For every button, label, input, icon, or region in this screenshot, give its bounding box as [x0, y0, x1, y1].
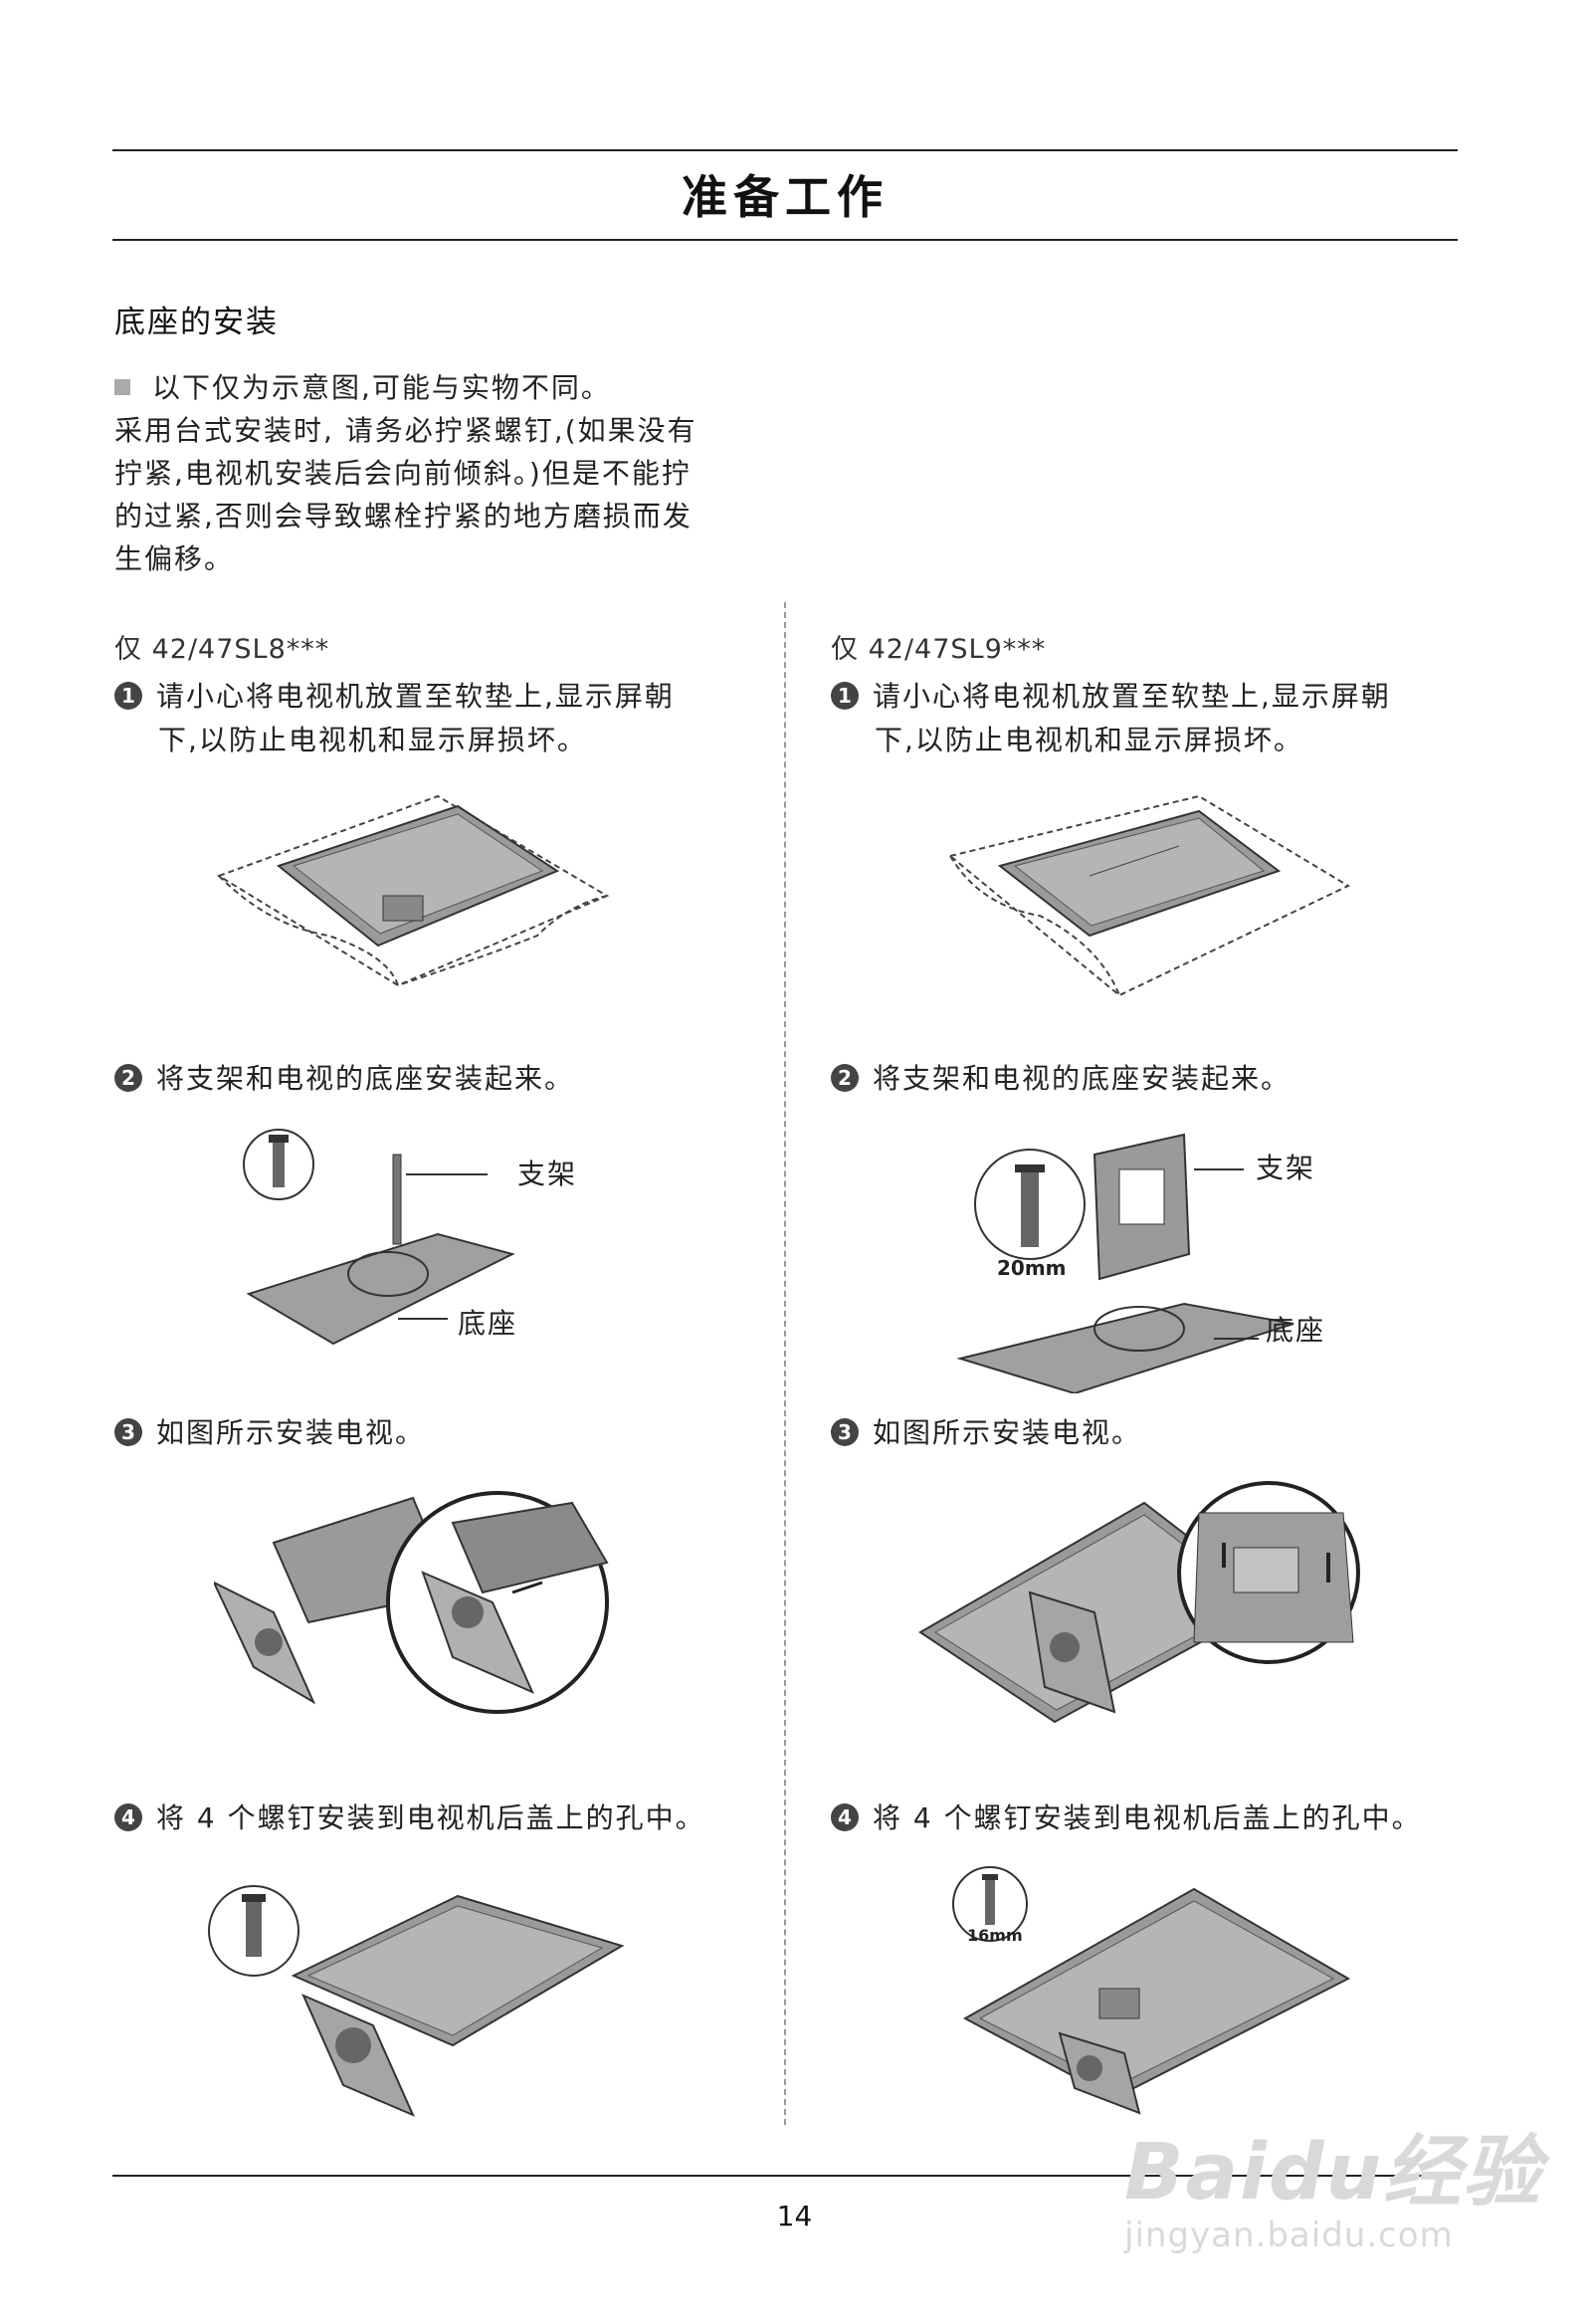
square-bullet-icon: [114, 379, 130, 395]
right-base-label: 底座: [1266, 1314, 1326, 1347]
title-rule: [112, 239, 1458, 241]
right-step3-illustration: [918, 1481, 1360, 1724]
right-column: 仅 42/47SL9***: [831, 627, 1468, 666]
intro-line: 拧紧,电视机安装后会向前倾斜。)但是不能拧: [114, 457, 692, 490]
section-title: 底座的安装: [114, 305, 279, 340]
step-number: 3: [831, 1418, 859, 1446]
footer-rule: [112, 2175, 1458, 2177]
step-number: 4: [114, 1803, 142, 1831]
right-stand-label: 支架: [1256, 1152, 1316, 1184]
watermark: Baidu经验 jingyan.baidu.com: [1124, 2110, 1542, 2255]
left-step4-illustration: [208, 1885, 625, 2117]
page-title: 准备工作: [682, 170, 889, 224]
left-base-label: 底座: [458, 1307, 518, 1340]
step-number: 4: [831, 1803, 859, 1831]
left-stand-label: 支架: [517, 1158, 578, 1190]
watermark-url: jingyan.baidu.com: [1124, 2216, 1454, 2255]
right-step1-illustration: [947, 794, 1351, 997]
left-step3-illustration: [214, 1491, 609, 1714]
right-screw-size-4: 16mm: [967, 1926, 1023, 1945]
intro-line: 采用台式安装时, 请务必拧紧螺钉,(如果没有: [114, 414, 697, 447]
step-number: 1: [114, 682, 142, 710]
watermark-brand: Baidu经验: [1124, 2128, 1543, 2218]
page-number: 14: [776, 2200, 813, 2232]
left-step1-illustration: [216, 794, 610, 987]
column-divider: [784, 602, 786, 2125]
step-number: 2: [114, 1064, 142, 1092]
step-number: 1: [831, 682, 859, 710]
intro-note: 以下仅为示意图,可能与实物不同。: [114, 366, 751, 409]
step-number: 2: [831, 1064, 859, 1092]
top-rule: [112, 149, 1458, 151]
right-step4-illustration: [952, 1866, 1351, 2115]
intro-line: 生偏移。: [114, 542, 235, 575]
right-step2-illustration: [956, 1133, 1294, 1393]
left-step2-illustration: [243, 1129, 515, 1346]
intro-text: 以下仅为示意图,可能与实物不同。 采用台式安装时, 请务必拧紧螺钉,(如果没有 …: [114, 366, 751, 580]
left-column: 仅 42/47SL8***: [114, 627, 751, 666]
intro-line: 的过紧,否则会导致螺栓拧紧的地方磨损而发: [114, 500, 693, 532]
left-model-label: 仅 42/47SL8***: [114, 634, 330, 665]
right-model-label: 仅 42/47SL9***: [831, 634, 1047, 665]
step-number: 3: [114, 1418, 142, 1446]
right-screw-size: 20mm: [997, 1256, 1067, 1280]
